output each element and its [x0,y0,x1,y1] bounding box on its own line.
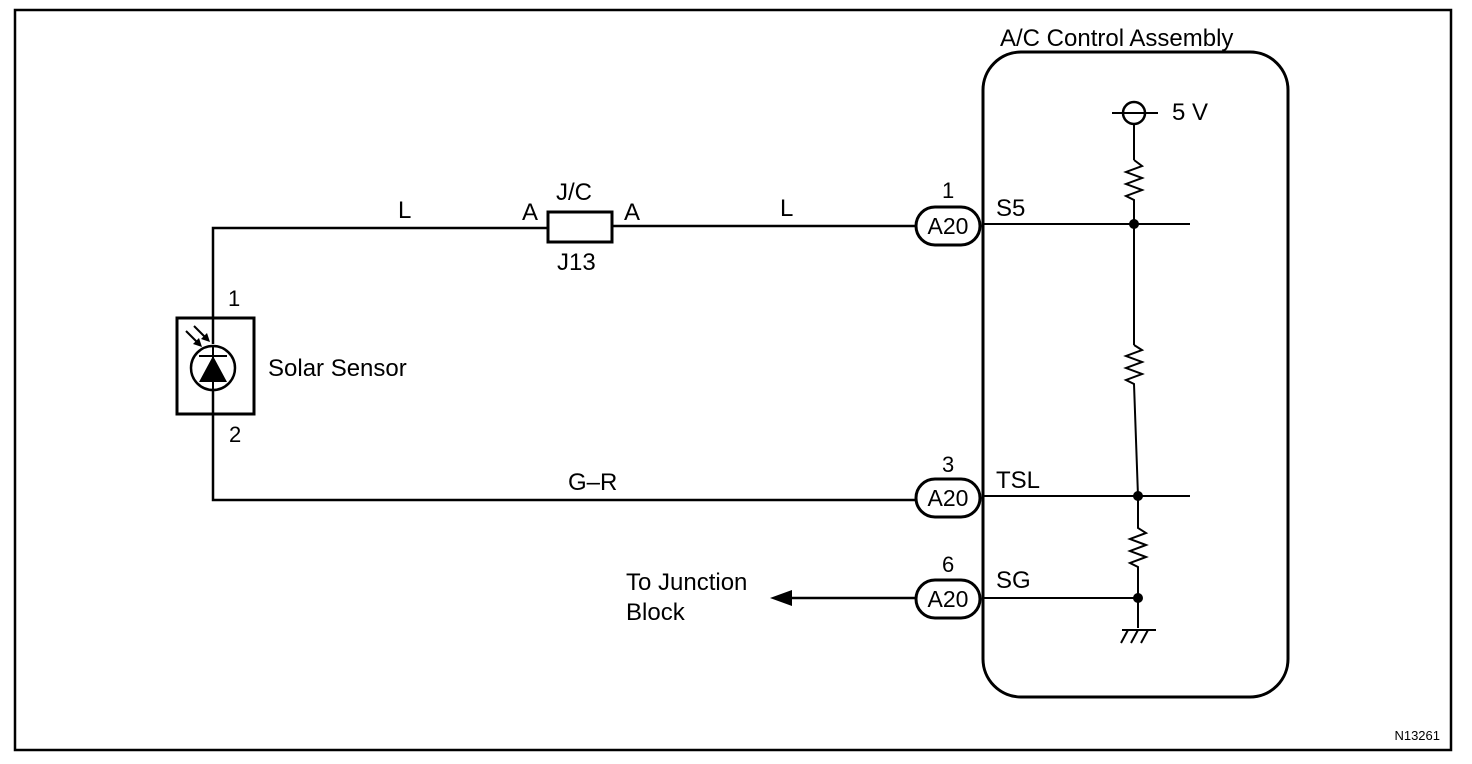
middle-resistor [1123,344,1145,497]
supply-voltage-label: 5 V [1172,99,1208,126]
wire-sensor-to-connector-3 [211,414,916,502]
ac-control-assembly-box [981,50,1290,699]
sensor-pin-2: 2 [229,422,241,447]
pullup-resistor [1123,159,1145,224]
connector-pin-number: 6 [942,552,954,577]
ac-control-assembly-title: A/C Control Assembly [1000,25,1233,52]
sensor-pin-1: 1 [228,286,240,311]
light-arrows-icon [185,325,210,347]
solar-sensor [175,316,256,416]
junction-dot-sg [1133,593,1143,603]
destination-line-1: To Junction [626,569,747,596]
solar-sensor-label: Solar Sensor [268,355,407,382]
connector-a20-pin6: A20 6 [914,552,982,620]
connector-a20-pin1: A20 1 [914,178,982,247]
connector-pin-number: 1 [942,178,954,203]
arrow-left-icon [770,590,792,606]
signal-sg-label: SG [996,567,1031,594]
destination-line-2: Block [626,599,686,626]
ground-icon [1120,629,1156,644]
supply-5v-symbol [1112,100,1158,160]
junction-dot-s5 [1129,219,1139,229]
signal-s5-label: S5 [996,195,1025,222]
junction-terminal-left: A [522,199,538,226]
connector-label: A20 [928,586,969,612]
wire-color-lower: G–R [568,469,617,496]
junction-dot-tsl [1133,491,1143,501]
signal-tsl-label: TSL [996,467,1040,494]
connector-label: A20 [928,485,969,511]
connector-label: A20 [928,213,969,239]
junction-connector-name: J/C [556,179,592,206]
lower-resistor [1127,496,1149,598]
figure-id: N13261 [1394,728,1440,743]
wire-color-upper-right: L [780,195,793,222]
junction-terminal-right: A [624,199,640,226]
junction-connector-code: J13 [557,249,596,276]
wire-color-upper-left: L [398,197,411,224]
diagram-frame [13,8,1453,752]
wire-sensor-to-jc [211,226,548,318]
junction-connector-box [546,210,614,244]
connector-a20-pin3: A20 3 [914,452,982,519]
connector-pin-number: 3 [942,452,954,477]
